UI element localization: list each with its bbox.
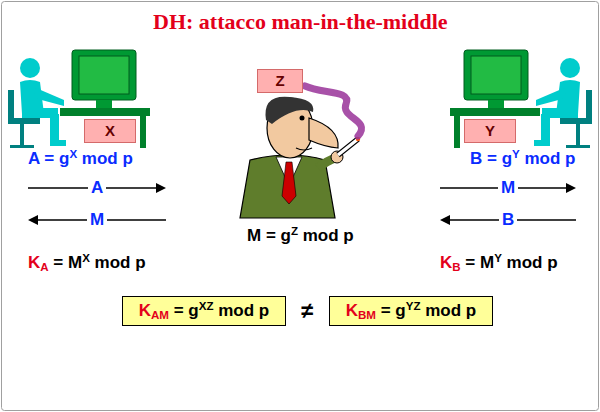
arrow-label: M xyxy=(87,210,107,230)
text-run: K xyxy=(440,253,452,272)
text-run: B = g xyxy=(470,149,512,168)
station-box: X xyxy=(84,119,136,143)
text-run: AM xyxy=(151,309,169,321)
text-run: K xyxy=(346,301,358,320)
text-run: K xyxy=(139,301,151,320)
box-text: Y xyxy=(485,122,495,139)
text-run: mod p xyxy=(502,253,558,272)
key-formula: KB = MY mod p xyxy=(440,253,558,273)
text-run: B xyxy=(452,261,460,273)
key-box: KBM = gYZ mod p xyxy=(329,296,493,326)
text-run: Y xyxy=(494,252,502,264)
text-run: A = g xyxy=(28,149,69,168)
text-run: = g xyxy=(169,301,199,320)
text-run: Y xyxy=(512,148,520,160)
text-run: Z xyxy=(291,225,298,237)
attacker-value: M = gZ mod p xyxy=(247,226,354,246)
text-run: = M xyxy=(49,253,83,272)
box-text: KAM = gXZ mod p xyxy=(139,301,270,321)
text-run: mod p xyxy=(214,301,270,320)
text-run: M = g xyxy=(247,226,291,245)
text-run: mod p xyxy=(298,226,354,245)
text-run: K xyxy=(28,253,40,272)
text-run: A xyxy=(40,261,48,273)
arrow-label: B xyxy=(499,210,517,230)
arrow-label: A xyxy=(88,178,106,198)
arrow-label: M xyxy=(498,178,518,198)
public-value: A = gX mod p xyxy=(28,149,133,169)
not-equal-sign: ≠ xyxy=(301,298,313,323)
key-box: KAM = gXZ mod p xyxy=(122,296,286,326)
attacker-box: Z xyxy=(257,69,303,93)
box-text: Z xyxy=(275,72,284,89)
text-run: = g xyxy=(376,301,406,320)
text-run: X xyxy=(69,148,77,160)
text-run: mod p xyxy=(520,149,576,168)
box-text: X xyxy=(105,122,115,139)
text-run: mod p xyxy=(90,253,146,272)
public-value: B = gY mod p xyxy=(470,149,575,169)
text-run: XZ xyxy=(199,300,214,312)
text-run: YZ xyxy=(406,300,421,312)
text-run: mod p xyxy=(77,149,133,168)
text-run: BM xyxy=(358,309,376,321)
text-run: mod p xyxy=(421,301,477,320)
slide-title: DH: attacco man-in-the-middle xyxy=(153,9,448,34)
box-text: KBM = gYZ mod p xyxy=(346,301,477,321)
text-run: = M xyxy=(461,253,495,272)
text-run: X xyxy=(82,252,90,264)
key-formula: KA = MX mod p xyxy=(28,253,146,273)
station-box: Y xyxy=(464,119,516,143)
